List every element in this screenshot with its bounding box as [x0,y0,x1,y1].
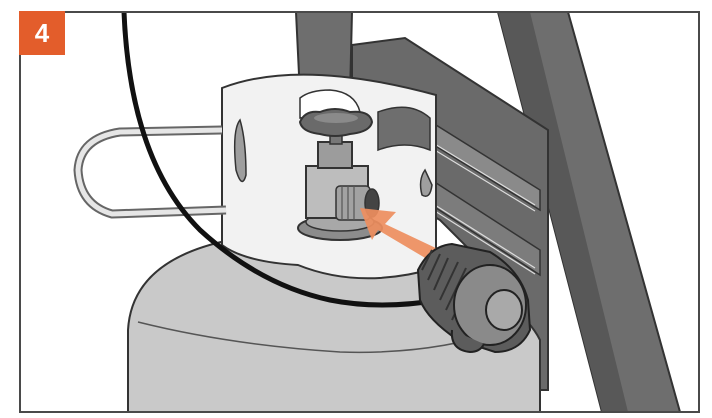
gas-hose [121,12,443,308]
insert-direction-arrow-icon [360,208,440,262]
step-badge-bg [19,11,65,55]
step-number: 4 [34,17,50,48]
grill-leg-right [496,12,682,412]
tank-handle [73,125,227,219]
regulator-coupling [416,242,532,354]
